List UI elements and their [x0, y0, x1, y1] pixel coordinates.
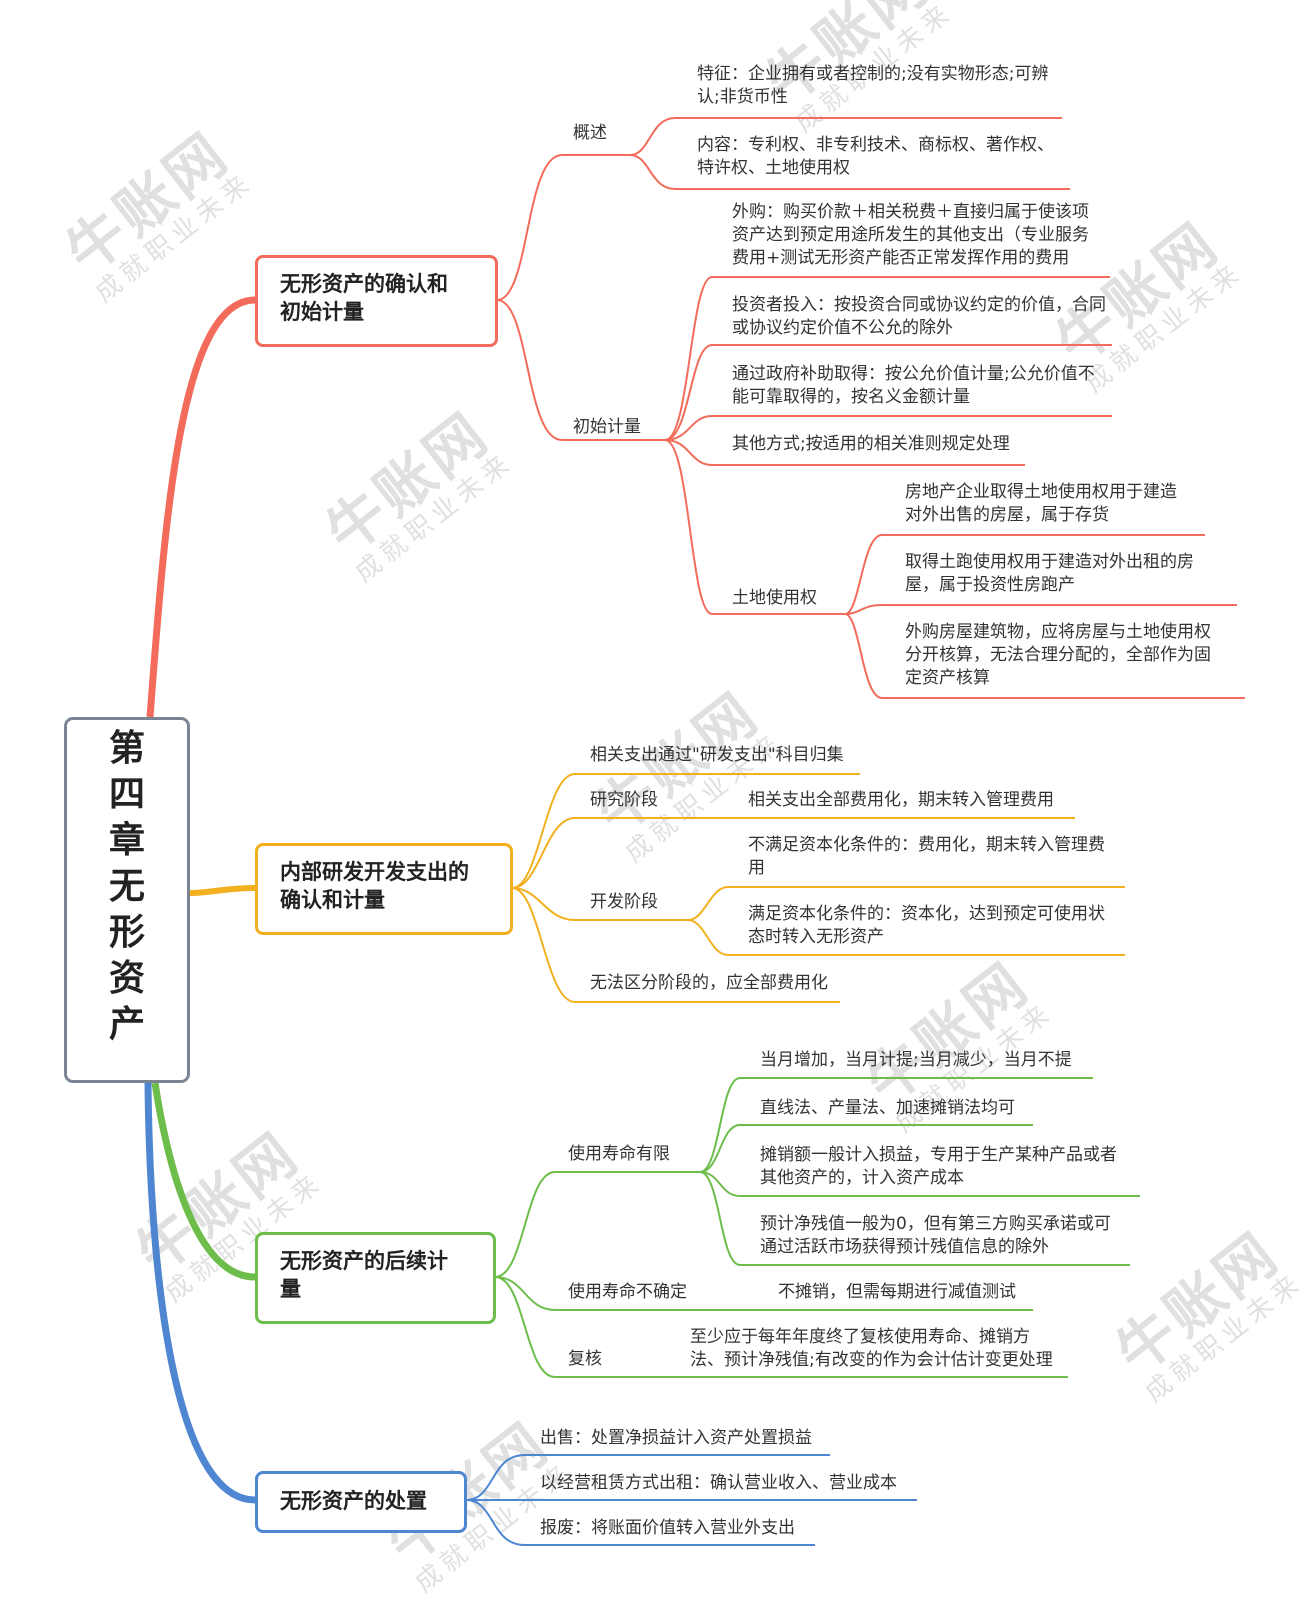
node-disposal-item[interactable]: 出售：处置净损益计入资产处置损益 — [540, 1428, 812, 1448]
root-to-rnd — [189, 885, 256, 896]
node-indefinite[interactable]: 使用寿命不确定 — [568, 1282, 687, 1302]
node-disposal-item[interactable]: 报废：将账面价值转入营业外支出 — [540, 1518, 795, 1538]
node-development[interactable]: 开发阶段 — [590, 892, 658, 912]
root-to-recognition — [146, 296, 256, 718]
node-land-item[interactable]: 外购房屋建筑物，应将房屋与土地使用权 分开核算，无法合理分配的，全部作为固 定资… — [905, 622, 1211, 688]
root-to-disposal — [144, 1082, 256, 1504]
topic-subsequent[interactable]: 无形资产的后续计 量 — [255, 1232, 496, 1324]
topic-rnd[interactable]: 内部研发开发支出的 确认和计量 — [255, 843, 513, 935]
node-review-text[interactable]: 至少应于每年年度终了复核使用寿命、摊销方 法、预计净残值;有改变的作为会计估计变… — [690, 1327, 1053, 1370]
node-investor[interactable]: 投资者投入：按投资合同或协议约定的价值，合同 或协议约定价值不公允的除外 — [732, 295, 1106, 338]
topic-disposal[interactable]: 无形资产的处置 — [255, 1471, 467, 1533]
disposal-branch — [144, 1082, 917, 1546]
recognition-branch — [146, 117, 1245, 718]
node-undistinguished[interactable]: 无法区分阶段的，应全部费用化 — [590, 973, 828, 993]
root-char: 资 — [108, 958, 145, 999]
node-land[interactable]: 土地使用权 — [732, 588, 817, 608]
root-to-subsequent — [151, 1082, 256, 1281]
root-char: 章 — [108, 820, 145, 861]
node-land-item[interactable]: 取得土跑使用权用于建造对外出租的房 屋，属于投资性房跑产 — [905, 552, 1194, 595]
node-research-text[interactable]: 相关支出全部费用化，期末转入管理费用 — [748, 790, 1054, 810]
node-finite[interactable]: 使用寿命有限 — [568, 1144, 670, 1164]
root-char: 第 — [108, 728, 145, 769]
node-content[interactable]: 内容：专利权、非专利技术、商标权、著作权、 特许权、土地使用权 — [697, 135, 1054, 178]
node-finite-item[interactable]: 当月增加，当月计提;当月减少，当月不提 — [760, 1050, 1072, 1070]
node-grant[interactable]: 通过政府补助取得：按公允价值计量;公允价值不 能可靠取得的，按名义金额计量 — [732, 364, 1095, 407]
node-disposal-item[interactable]: 以经营租赁方式出租：确认营业收入、营业成本 — [540, 1473, 897, 1493]
root-char: 产 — [108, 1004, 145, 1045]
node-other[interactable]: 其他方式;按适用的相关准则规定处理 — [732, 434, 1010, 454]
rnd-branch — [189, 773, 1125, 1003]
topic-recognition[interactable]: 无形资产的确认和 初始计量 — [255, 255, 498, 347]
node-indefinite-text[interactable]: 不摊销，但需每期进行减值测试 — [778, 1282, 1016, 1302]
node-initial[interactable]: 初始计量 — [573, 417, 641, 437]
node-purchase[interactable]: 外购：购买价款＋相关税费＋直接归属于使该项 资产达到预定用途所发生的其他支出（专… — [732, 202, 1089, 268]
node-not-met[interactable]: 不满足资本化条件的：费用化，期末转入管理费 用 — [748, 835, 1105, 878]
root-char: 四 — [108, 774, 145, 815]
node-finite-item[interactable]: 预计净残值一般为0，但有第三方购买承诺或可 通过活跃市场获得预计残值信息的除外 — [760, 1214, 1111, 1257]
root-char: 无 — [108, 866, 145, 907]
node-overview[interactable]: 概述 — [573, 123, 607, 143]
subsequent-branch — [151, 1077, 1140, 1378]
node-research[interactable]: 研究阶段 — [590, 790, 658, 810]
node-feature[interactable]: 特征：企业拥有或者控制的;没有实物形态;可辨 认;非货币性 — [697, 64, 1049, 107]
node-review[interactable]: 复核 — [568, 1349, 602, 1369]
node-finite-item[interactable]: 直线法、产量法、加速摊销法均可 — [760, 1098, 1015, 1118]
node-land-item[interactable]: 房地产企业取得土地使用权用于建造 对外出售的房屋，属于存货 — [905, 482, 1177, 525]
root-char: 形 — [108, 912, 145, 953]
node-collect[interactable]: 相关支出通过"研发支出"科目归集 — [590, 745, 844, 765]
node-finite-item[interactable]: 摊销额一般计入损益，专用于生产某种产品或者 其他资产的，计入资产成本 — [760, 1145, 1117, 1188]
root-topic[interactable]: 第 四 章 无 形 资 产 — [64, 717, 190, 1083]
node-met[interactable]: 满足资本化条件的：资本化，达到预定可使用状 态时转入无形资产 — [748, 904, 1105, 947]
